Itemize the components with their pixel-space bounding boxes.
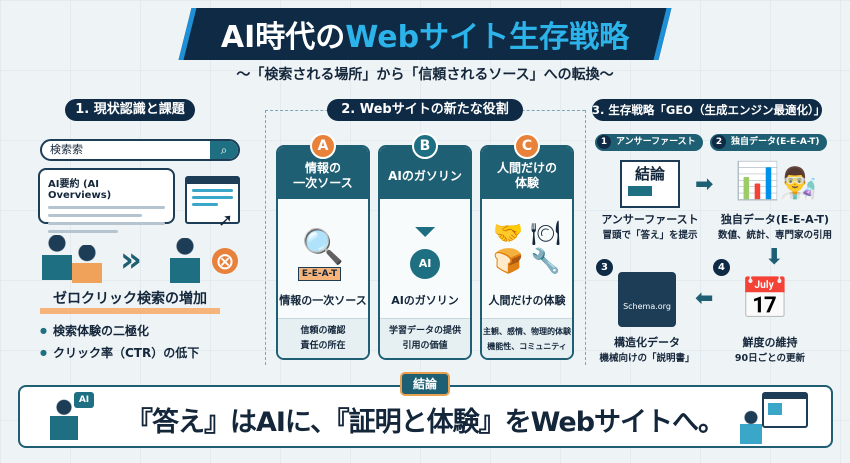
card-desc: 機能性、コミュニティ	[487, 342, 567, 351]
step2-caption: 独自データ(E-E-A-T)数値、統計、専門家の引用	[717, 213, 832, 241]
ai-summary-label: AI要約 (AI Overviews)	[48, 179, 112, 201]
person-icon	[42, 235, 72, 280]
role-card-human-experience: 人間だけの 体験 🤝 🍽🍞 🔧 人間だけの体験 主観、感情、物理的体験機能性、コ…	[480, 145, 574, 360]
presenter-icon	[50, 398, 78, 440]
role-card-ai-fuel: AIのガソリン ⏷AI AIのガソリン 学習データの提供引用の価値	[378, 145, 472, 360]
step1-caption: アンサーファースト冒頭で「答え」を提示	[601, 213, 699, 241]
cursor-icon: ➚	[218, 210, 234, 231]
badge-c: C	[514, 133, 540, 159]
arrow-down-icon: ⬇	[765, 245, 784, 270]
arrow-left-icon: ⬅	[695, 286, 714, 311]
code-window-icon: Schema.org	[618, 272, 676, 327]
search-bar[interactable]: 検索索 ⌕	[40, 139, 240, 161]
zero-click-heading: ゼロクリック検索の増加	[40, 290, 220, 314]
card-title: 情報の 一次ソース	[278, 147, 368, 199]
section1-label: 1. 現状認識と課題	[65, 99, 195, 121]
badge-a: A	[310, 133, 336, 159]
funnel-brain-icon: ⏷AI	[380, 199, 470, 294]
card-desc: 主観、感情、物理的体験	[483, 327, 571, 336]
person-with-phone-icon	[72, 245, 102, 283]
badge-b: B	[412, 133, 438, 159]
conclusion-text: 『答え』はAIに、『証明と体験』をWebサイトへ。	[125, 407, 725, 438]
divider	[585, 110, 586, 365]
handshake-tools-icon: 🤝 🍽🍞 🔧	[493, 218, 561, 275]
page-subtitle: 〜「検索される場所」から「信頼されるソース」への転換〜	[236, 67, 614, 83]
card-name: AIのガソリン	[391, 294, 459, 307]
eeat-tag: E-E-A-T	[297, 266, 342, 281]
woman-user-icon	[740, 410, 762, 444]
conclusion-box	[18, 385, 833, 448]
step4-number: 4	[713, 259, 730, 276]
ai-summary-bubble: AI要約 (AI Overviews)	[38, 168, 175, 233]
no-click-icon: ⨂	[212, 248, 238, 274]
chart-scientist-icon: 📊👨‍🔬	[735, 161, 818, 202]
section3-label: 3. 生存戦略「GEO（生成エンジン最適化）」	[592, 99, 825, 121]
document-magnifier-icon: 🔍E-E-A-T	[278, 199, 368, 294]
section2-label: 2. Webサイトの新たな役割	[327, 99, 523, 121]
card-desc: 引用の価値	[402, 341, 448, 351]
conclusion-badge: 結論	[400, 372, 450, 396]
chevrons-icon: »	[120, 240, 142, 280]
arrow-right-icon: ➡	[695, 172, 714, 197]
page-title: AI時代のWebサイト生存戦略	[220, 20, 630, 55]
newspaper-conclusion-icon: 結論	[620, 160, 680, 208]
ai-brain-label: AI	[410, 248, 440, 279]
search-input-text: 検索索	[50, 143, 83, 156]
browser-window-icon	[185, 176, 240, 224]
card-name: 人間だけの体験	[488, 294, 566, 307]
ai-speech-bubble: AI	[74, 392, 94, 408]
divider	[265, 110, 266, 365]
calendar-stopwatch-icon: 📅	[740, 276, 790, 322]
card-desc: 信頼の確認	[300, 326, 346, 336]
role-card-primary-source: 情報の 一次ソース 🔍E-E-A-T 情報の一次ソース 信頼の確認責任の所在	[276, 145, 370, 360]
bullet-item: クリック率（CTR）の低下	[40, 344, 199, 361]
step3-number: 3	[596, 259, 613, 276]
step3-caption: 構造化データ機械向けの「説明書」	[599, 336, 695, 364]
card-desc: 学習データの提供	[388, 326, 461, 336]
website-window-icon	[762, 392, 808, 428]
card-desc: 責任の所在	[300, 341, 346, 351]
card-name: 情報の一次ソース	[279, 294, 367, 307]
search-icon[interactable]: ⌕	[210, 141, 238, 159]
confused-person-icon	[170, 238, 200, 283]
bullet-item: 検索体験の二極化	[40, 322, 149, 339]
